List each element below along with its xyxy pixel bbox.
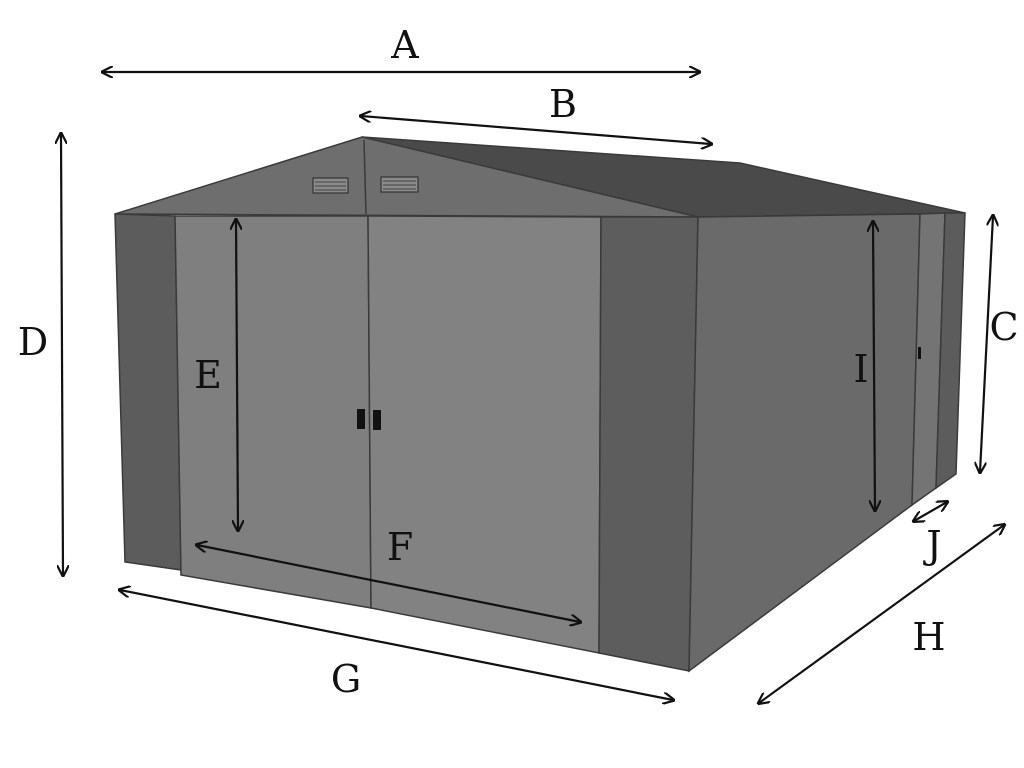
dimension-label-h: H bbox=[912, 615, 945, 659]
dimension-arrow-i bbox=[873, 222, 875, 510]
front-right-post bbox=[598, 216, 699, 672]
side-wall bbox=[688, 213, 921, 673]
dimension-label-i: I bbox=[853, 347, 868, 391]
door-handle-left-icon bbox=[357, 409, 365, 429]
gable-center-seam bbox=[363, 139, 367, 215]
dimension-label-g: G bbox=[331, 657, 361, 701]
vent-right-icon bbox=[380, 176, 419, 193]
dimension-arrow-e bbox=[236, 220, 238, 530]
dimension-label-f: F bbox=[387, 525, 413, 569]
dimension-label-c: C bbox=[989, 305, 1018, 349]
dimension-arrow-j bbox=[914, 502, 947, 521]
rear-corner-post bbox=[935, 212, 966, 490]
dimension-label-b: B bbox=[549, 82, 577, 126]
dimension-label-a: A bbox=[390, 23, 419, 67]
dimension-arrow-b bbox=[361, 116, 711, 144]
door-handle-right-icon bbox=[373, 410, 381, 430]
dimension-arrow-c bbox=[980, 216, 993, 472]
dimension-label-d: D bbox=[18, 320, 48, 364]
side-door-handle-icon bbox=[918, 347, 921, 359]
dimension-arrow-h bbox=[759, 525, 1004, 703]
front-left-post bbox=[114, 213, 182, 571]
door-left bbox=[174, 215, 372, 609]
dimension-arrow-g bbox=[120, 590, 673, 700]
dimension-arrow-d bbox=[61, 134, 63, 575]
dimension-label-e: E bbox=[194, 353, 222, 397]
vent-left-icon bbox=[312, 177, 349, 194]
dimension-label-j: J bbox=[922, 523, 941, 567]
